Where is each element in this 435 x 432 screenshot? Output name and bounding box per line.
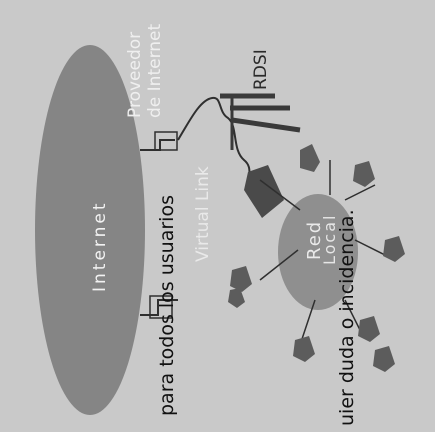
- virtual-link-line: [177, 96, 253, 185]
- internet-label: Internet: [90, 200, 110, 292]
- caption-line1: para todos los usuarios: [156, 195, 178, 416]
- provider-box-bottom: [149, 295, 173, 319]
- local-network-cloud: [278, 194, 358, 310]
- internet-provider-connector-bottom: [140, 299, 178, 316]
- caption-line2: uier duda o incidencia.: [336, 209, 358, 426]
- provider-label-line2: de Internet: [145, 23, 165, 118]
- internet-cloud: [35, 45, 145, 415]
- rdsi-bar-3: [231, 117, 301, 133]
- rdsi-label: RDSI: [251, 49, 271, 90]
- internet-provider-connector-top: [140, 139, 175, 151]
- router-device: [244, 165, 284, 218]
- provider-box-top: [154, 131, 178, 151]
- provider-label-line1: Proveedor: [125, 31, 145, 118]
- lan-user-links: [259, 160, 386, 346]
- virtual-link-label: Virtual Link: [193, 166, 213, 262]
- user-workstation-icons: [228, 144, 405, 372]
